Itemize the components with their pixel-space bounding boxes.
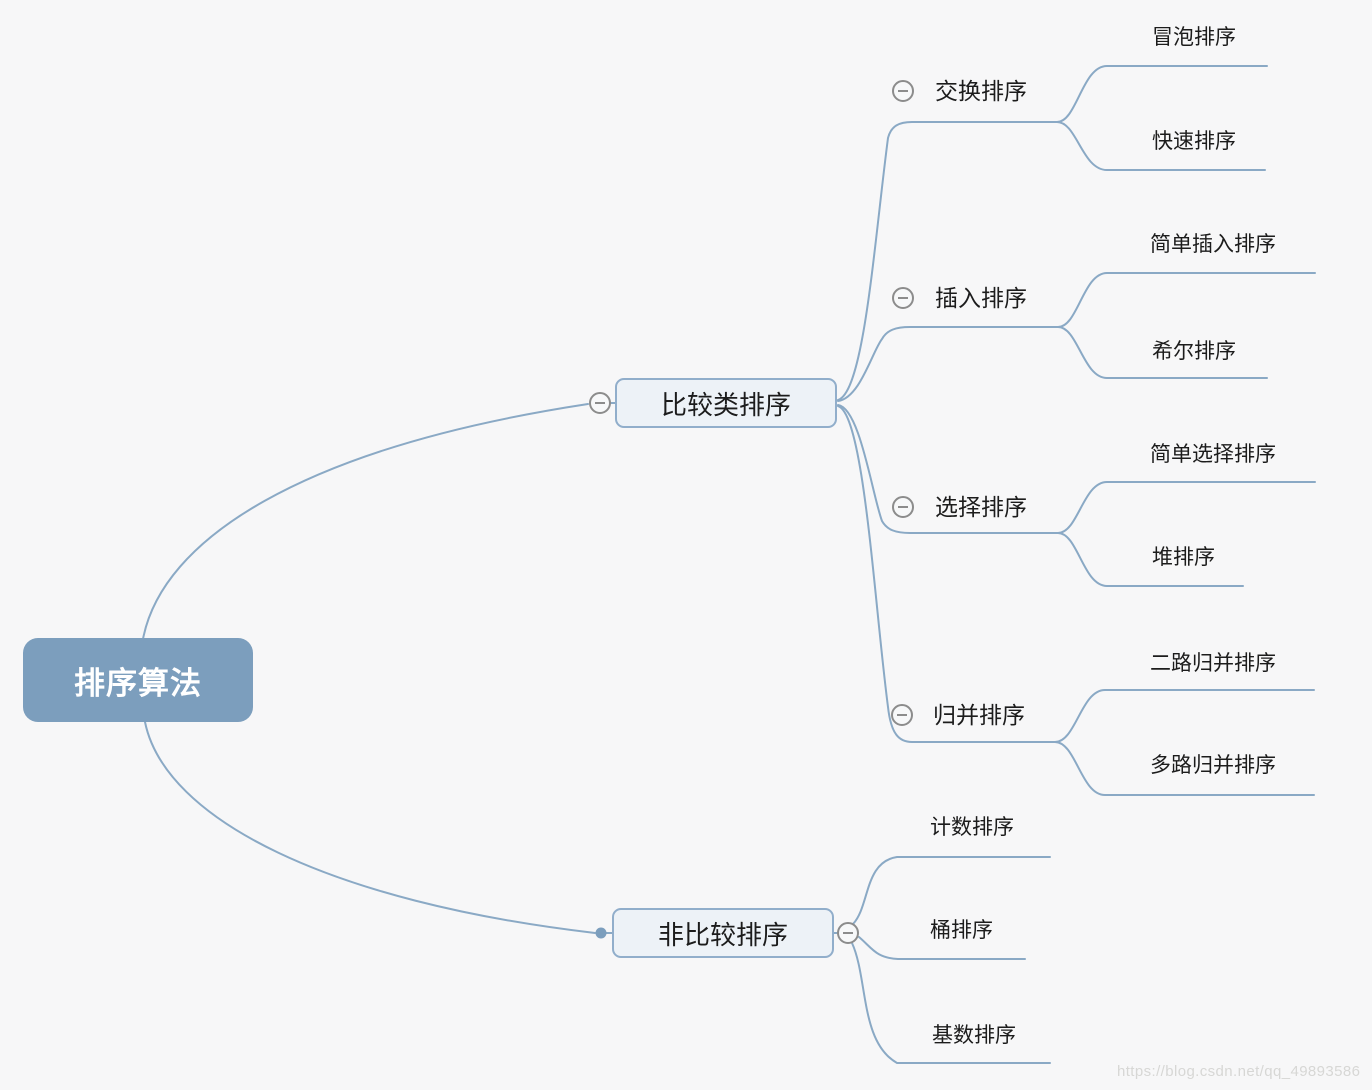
subtopic-merge-sort[interactable]: 归并排序 <box>933 702 1025 728</box>
leaf-heap-sort[interactable]: 堆排序 <box>1152 546 1215 569</box>
minus-icon <box>898 90 908 92</box>
leaf-bucket-sort[interactable]: 桶排序 <box>930 919 993 942</box>
collapse-button-selection-sort[interactable] <box>892 496 914 518</box>
root-topic[interactable]: 排序算法 <box>23 638 253 722</box>
minus-icon <box>897 714 907 716</box>
branch-line-shell-sort <box>1057 326 1268 379</box>
branch-line-quick-sort <box>1056 121 1266 171</box>
branch-line-insertion-sort <box>837 326 1059 402</box>
branch-line-multi-way-merge-sort <box>1054 741 1315 796</box>
leaf-shell-sort[interactable]: 希尔排序 <box>1152 340 1236 363</box>
branch-line-bubble-sort <box>1056 65 1268 123</box>
branch-line-selection-sort <box>837 404 1059 534</box>
branch-line-merge-sort <box>837 405 1056 743</box>
subtopic-exchange-sort[interactable]: 交换排序 <box>935 78 1027 104</box>
leaf-quick-sort[interactable]: 快速排序 <box>1152 130 1236 153</box>
leaf-simple-selection-sort[interactable]: 简单选择排序 <box>1150 443 1276 466</box>
topic-comparison-sort-label: 比较类排序 <box>660 389 791 420</box>
collapse-button-merge-sort[interactable] <box>891 704 913 726</box>
watermark: https://blog.csdn.net/qq_49893586 <box>1117 1063 1361 1080</box>
branch-line-radix-sort <box>851 942 1051 1064</box>
branch-dot-icon <box>595 927 607 939</box>
topic-comparison-sort[interactable]: 比较类排序 <box>615 378 837 428</box>
leaf-multi-way-merge-sort[interactable]: 多路归并排序 <box>1150 754 1276 777</box>
collapse-button-exchange-sort[interactable] <box>892 80 914 102</box>
leaf-counting-sort[interactable]: 计数排序 <box>930 816 1014 839</box>
root-topic-label: 排序算法 <box>74 665 202 701</box>
subtopic-insertion-sort[interactable]: 插入排序 <box>935 285 1027 311</box>
subtopic-selection-sort[interactable]: 选择排序 <box>935 494 1027 520</box>
topic-non-comparison-sort-label: 非比较排序 <box>657 919 788 950</box>
branch-line-counting-sort <box>852 856 1051 925</box>
leaf-bubble-sort[interactable]: 冒泡排序 <box>1152 26 1236 49</box>
minus-icon <box>595 402 605 404</box>
topic-non-comparison-sort[interactable]: 非比较排序 <box>612 908 834 958</box>
branch-line-root-to-comparison <box>142 403 589 640</box>
branch-line-simple-insertion-sort <box>1057 272 1316 328</box>
collapse-button-comparison-sort[interactable] <box>589 392 611 414</box>
branch-line-root-to-non-comparison <box>144 721 596 934</box>
collapse-button-insertion-sort[interactable] <box>892 287 914 309</box>
minus-icon <box>843 932 853 934</box>
branch-line-two-way-merge-sort <box>1054 689 1315 743</box>
leaf-radix-sort[interactable]: 基数排序 <box>932 1024 1016 1047</box>
branch-line-bucket-sort <box>858 936 1026 960</box>
leaf-two-way-merge-sort[interactable]: 二路归并排序 <box>1150 652 1276 675</box>
branch-line-simple-selection-sort <box>1057 481 1316 534</box>
branch-line-heap-sort <box>1057 532 1244 587</box>
collapse-button-non-comparison-sort[interactable] <box>837 922 859 944</box>
minus-icon <box>898 297 908 299</box>
leaf-simple-insertion-sort[interactable]: 简单插入排序 <box>1150 233 1276 256</box>
branch-line-exchange-sort <box>837 121 1058 401</box>
minus-icon <box>898 506 908 508</box>
